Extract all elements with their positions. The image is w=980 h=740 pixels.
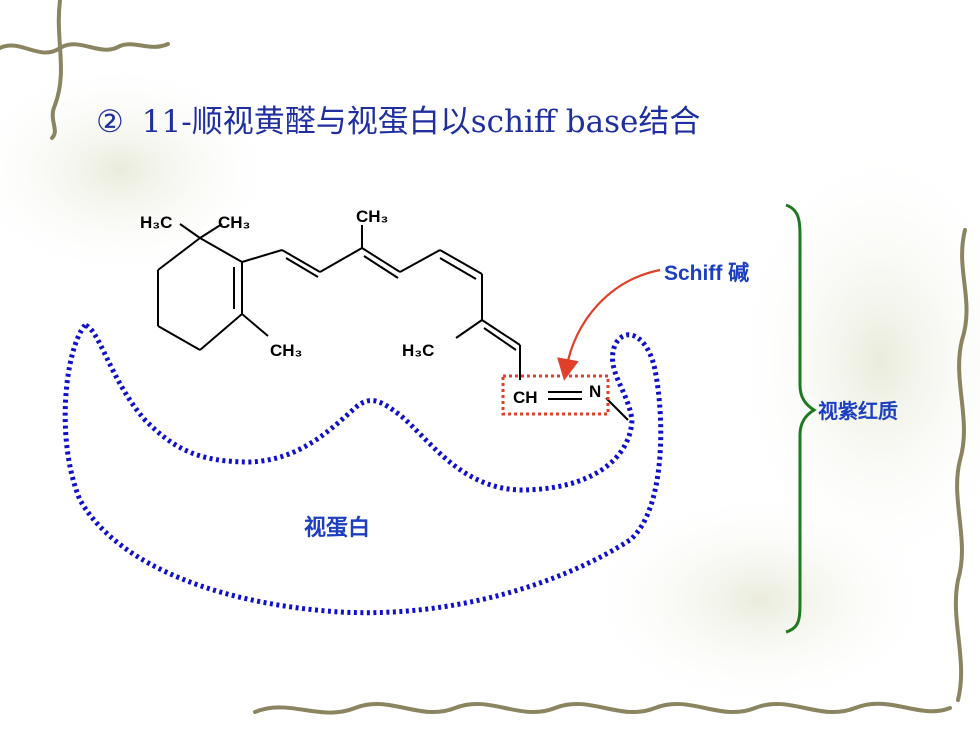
rhodopsin-label: 视紫红质 (818, 399, 898, 423)
retinal-molecule (157, 223, 629, 421)
vine-ornament-top-left (0, 0, 170, 140)
slide-title: ② 11-顺视黄醛与视蛋白以schiff base结合 (96, 96, 700, 141)
ch-group-label: CH (513, 388, 538, 407)
schiff-base-label: Schiff 碱 (664, 261, 749, 285)
ch3-top-right-label: CH₃ (218, 213, 250, 232)
h3c-chain-label: H₃C (402, 341, 434, 360)
opsin-label: 视蛋白 (304, 515, 370, 540)
h3c-top-label: H₃C (140, 213, 172, 232)
background-decoration (0, 60, 980, 710)
ch3-chain-label: CH₃ (356, 207, 388, 226)
vine-ornament-bottom (253, 701, 952, 715)
ch3-ring-label: CH₃ (270, 341, 302, 360)
molecule-labels: H₃C CH₃ CH₃ CH₃ H₃C CH N (140, 207, 601, 407)
rhodopsin-brace (785, 203, 817, 634)
title-text: 11-顺视黄醛与视蛋白以schiff base结合 (141, 104, 701, 140)
opsin-protein-outline (62, 322, 664, 616)
schiff-arrow (557, 268, 661, 381)
n-atom-label: N (589, 382, 601, 401)
schiff-base-highlight-box (501, 374, 610, 416)
vine-ornament-right (953, 228, 969, 702)
title-marker: ② (96, 104, 124, 140)
